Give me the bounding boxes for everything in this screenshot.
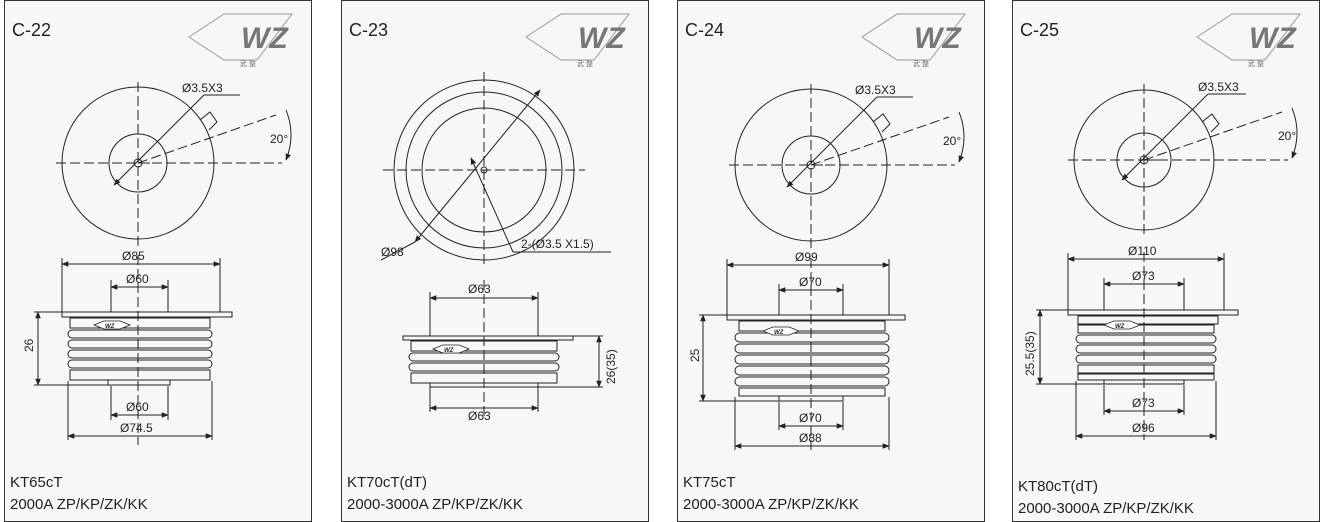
rating-label: 2000-3000A ZP/KP/ZK/KK (347, 496, 523, 513)
drawing-c25: WZ 武 整 Ø3.5X3 20° (1012, 0, 1320, 522)
logo-letters: WZ (914, 22, 962, 55)
svg-text:WZ: WZ (105, 324, 115, 330)
angle-label: 20° (943, 134, 961, 148)
panel-code: C-25 (1020, 20, 1060, 40)
drawing-c23: WZ 武 整 Ø98 2-(Ø3.5 X1.5) (341, 0, 649, 522)
panel-code: C-23 (349, 20, 389, 40)
badge: WZ (761, 326, 801, 336)
model-label: KT80cT(dT) (1018, 478, 1099, 495)
hole-label: Ø3.5X3 (855, 83, 896, 97)
bottom-dia-label: Ø96 (1132, 421, 1155, 435)
hole-label: Ø3.5X3 (1198, 80, 1239, 94)
model-label: KT75cT (683, 474, 736, 491)
top-view (380, 72, 611, 268)
hole-label: Ø3.5X3 (182, 81, 223, 95)
top-view (56, 82, 292, 248)
rating-label: 2000-3000A ZP/KP/ZK/KK (683, 496, 859, 513)
upper-dia-label: Ø60 (126, 272, 149, 286)
drawing-c22: WZ 武 整 Ø3.5X3 20° (4, 0, 312, 522)
logo-letters: WZ (1249, 22, 1297, 55)
lower-dia-label: Ø73 (1132, 396, 1155, 410)
badge: WZ (92, 320, 132, 330)
panel-c23: WZ 武 整 Ø98 2-(Ø3.5 X1.5) (341, 0, 649, 522)
svg-text:WZ: WZ (774, 330, 784, 336)
svg-text:WZ: WZ (1115, 324, 1125, 330)
rating-label: 2000-3000A ZP/KP/ZK/KK (1018, 500, 1194, 517)
top-view (1068, 84, 1298, 238)
side-view (34, 255, 233, 445)
drawing-c24: WZ 武 整 Ø3.5X3 20° (677, 0, 985, 522)
side-view (699, 258, 906, 450)
bottom-dia-label: Ø88 (799, 431, 822, 445)
logo-sub: 武 整 (577, 59, 593, 68)
logo-letters: WZ (241, 22, 289, 55)
upper-dia-label: Ø70 (799, 275, 822, 289)
top-dia-label: Ø85 (122, 249, 145, 263)
panel-c24: WZ 武 整 Ø3.5X3 20° (677, 0, 985, 522)
logo-sub: 武 整 (913, 59, 929, 68)
logo-sub: 武 整 (240, 59, 256, 68)
panel-frame (677, 0, 985, 522)
panel-code: C-24 (685, 20, 725, 40)
rating-label: 2000A ZP/KP/ZK/KK (10, 496, 148, 513)
lower-dia-label: Ø63 (468, 409, 491, 423)
badge: WZ (431, 344, 471, 354)
top-dia-label: Ø99 (795, 250, 818, 264)
side-view (402, 280, 603, 420)
panel-frame (1012, 0, 1320, 522)
bottom-dia-label: Ø74.5 (120, 421, 153, 435)
outer-dia-label: Ø98 (381, 245, 404, 259)
angle-label: 20° (1278, 129, 1296, 143)
panel-c25: WZ 武 整 Ø3.5X3 20° (1012, 0, 1320, 522)
logo: WZ 武 整 (188, 13, 294, 68)
panel-frame (341, 0, 649, 522)
panel-c22: WZ 武 整 Ø3.5X3 20° (4, 0, 312, 522)
svg-text:WZ: WZ (444, 348, 454, 354)
model-label: KT70cT(dT) (347, 474, 428, 491)
badge: WZ (1102, 320, 1142, 330)
logo: WZ 武 整 (525, 13, 631, 68)
top-dia-label: Ø110 (1128, 244, 1157, 258)
logo-sub: 武 整 (1248, 59, 1264, 68)
upper-dia-label: Ø73 (1132, 269, 1155, 283)
upper-dia-label: Ø63 (468, 282, 491, 296)
angle-label: 20° (270, 132, 288, 146)
panel-frame (4, 0, 312, 522)
height-label: 26 (22, 338, 36, 352)
height-label: 25 (688, 348, 702, 362)
lower-dia-label: Ø70 (799, 411, 822, 425)
top-view (729, 84, 965, 250)
logo-letters: WZ (578, 22, 626, 55)
side-view (1036, 252, 1239, 440)
logo: WZ 武 整 (861, 13, 967, 68)
hole-label: 2-(Ø3.5 X1.5) (521, 237, 594, 251)
height-label: 25.5(35) (1023, 331, 1037, 376)
lower-dia-label: Ø60 (126, 400, 149, 414)
height-label: 26(35) (604, 349, 618, 384)
model-label: KT65cT (10, 474, 63, 491)
logo: WZ 武 整 (1196, 13, 1302, 68)
panel-code: C-22 (12, 20, 52, 40)
